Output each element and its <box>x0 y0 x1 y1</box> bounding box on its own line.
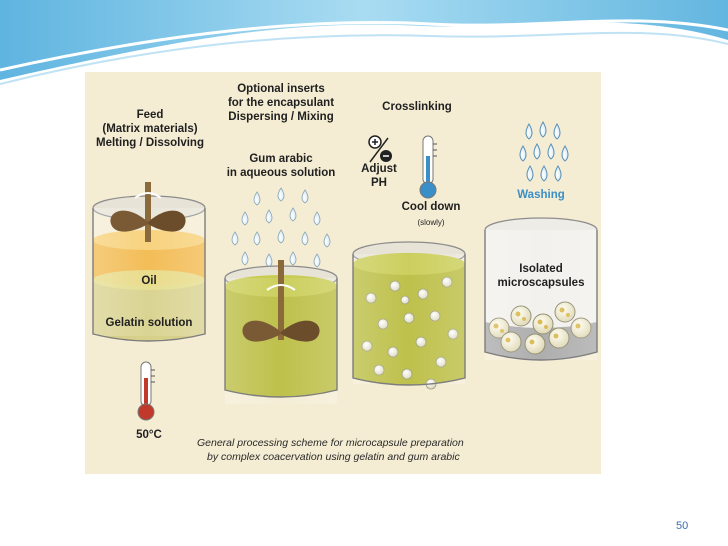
thermometer-red-icon <box>137 361 155 421</box>
beaker-dispersing <box>224 260 338 404</box>
thermometer-blue-icon <box>419 135 437 199</box>
diagram-panel: Feed (Matrix materials) Melting / Dissol… <box>85 72 601 474</box>
optional-inserts-label: Optional inserts for the encapsulant Dis… <box>227 83 335 123</box>
crosslinking-label: Crosslinking <box>382 101 452 113</box>
beaker-isolated <box>484 217 598 361</box>
oil-label: Oil <box>141 275 157 287</box>
adjust-ph-label: Adjust PH <box>361 163 397 189</box>
plus-minus-icon <box>368 135 392 163</box>
beaker-crosslinking <box>352 241 466 390</box>
washing-drops-icon <box>519 121 569 182</box>
header-wave-decoration <box>0 0 728 85</box>
temperature-label: 50°C <box>136 429 162 441</box>
slowly-note: (slowly) <box>417 218 445 227</box>
feed-label: Feed (Matrix materials) Melting / Dissol… <box>96 109 204 149</box>
washing-label: Washing <box>517 189 565 201</box>
gum-arabic-label: Gum arabic in aqueous solution <box>226 153 336 179</box>
cool-down-label: Cool down <box>401 201 461 213</box>
isolated-microcapsules-label: Isolated microscapsules <box>497 263 585 289</box>
falling-drops-gum-arabic <box>231 187 331 268</box>
gelatin-solution-label: Gelatin solution <box>105 317 193 329</box>
diagram-artwork <box>92 121 598 421</box>
diagram-caption: General processing scheme for microcapsu… <box>197 437 464 463</box>
slide-number: 50 <box>676 520 689 532</box>
beaker-feed <box>92 182 206 342</box>
